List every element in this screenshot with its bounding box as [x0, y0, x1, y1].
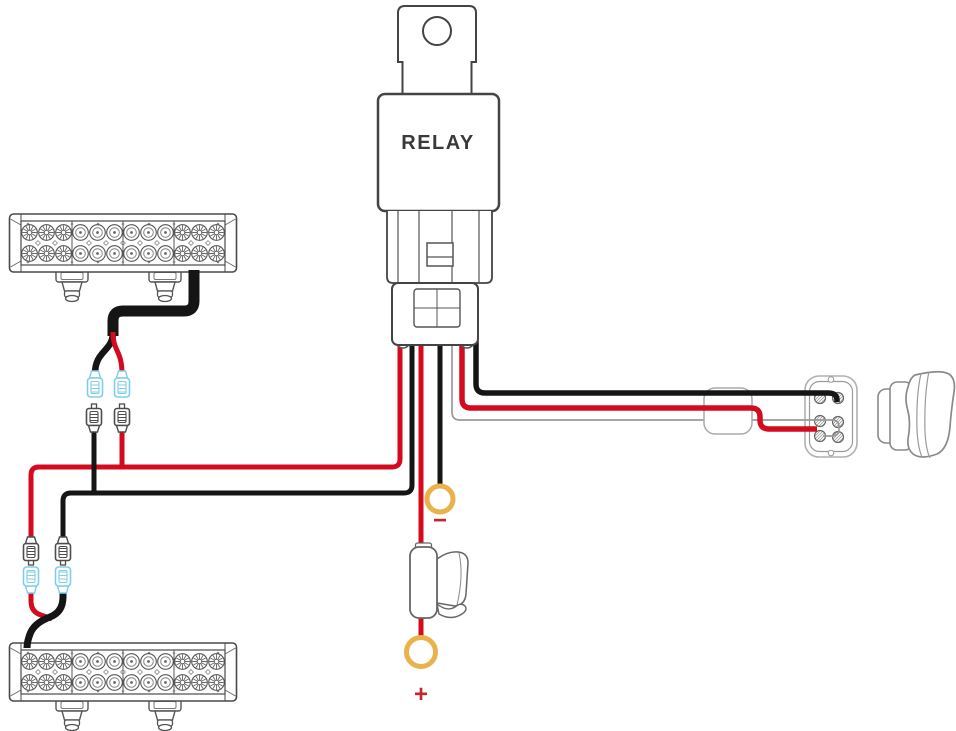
relay-latch — [426, 242, 454, 267]
relay: RELAY — [376, 5, 501, 349]
relay-label: RELAY — [401, 132, 474, 154]
relay-mounting-tab — [397, 5, 477, 94]
inline-fuse-holder — [409, 542, 469, 619]
wire-black-switch — [473, 341, 840, 402]
wire-harness-sleeve — [703, 387, 753, 435]
relay-socket-lines — [414, 289, 460, 327]
switch-screw-bottom — [827, 449, 835, 457]
ring-terminal-negative — [424, 483, 456, 515]
top-bar-connectors — [85, 370, 131, 433]
relay-socket — [391, 282, 479, 346]
cable-branch-red — [110, 331, 125, 375]
fuse-holder-lever — [435, 602, 467, 619]
ring-terminal-positive — [404, 635, 438, 669]
wire-red-switch — [459, 341, 817, 432]
bottom-bar-connectors — [22, 536, 72, 594]
female-connector-black-bottom — [54, 566, 72, 594]
female-connector-red-bottom — [22, 566, 40, 594]
negative-label: − — [433, 507, 447, 534]
female-connector-black-top — [86, 370, 104, 398]
cable-branch-black — [91, 331, 117, 375]
positive-label: + — [414, 681, 428, 708]
rocker-switch-seams — [916, 371, 931, 459]
switch-terminal-panel — [804, 375, 858, 458]
male-connector-black-top — [85, 403, 103, 433]
light-bar-bottom-cable — [23, 591, 67, 649]
cable-black-top — [107, 270, 200, 336]
rocker-switch-face — [905, 370, 956, 458]
switch-screw-top — [827, 376, 835, 383]
relay-mounting-hole — [422, 16, 452, 46]
wire-black-feed — [60, 341, 415, 540]
cable-branch-red-bottom — [28, 591, 53, 622]
relay-plug-lines — [397, 211, 480, 283]
male-connector-red-top — [113, 403, 131, 433]
fuse-holder-side-line — [456, 552, 462, 606]
wire-red-feed — [28, 341, 403, 540]
female-connector-red-top — [113, 370, 131, 398]
led-light-bar-top — [10, 214, 237, 302]
light-bar-top-cable — [91, 270, 200, 375]
wire-thin-switch-signal — [451, 341, 840, 437]
cable-black-bottom — [23, 591, 67, 649]
male-connector-black-bottom — [54, 536, 72, 566]
fuse-holder-side — [436, 551, 469, 607]
fuse-holder-body — [409, 546, 438, 619]
rocker-switch — [877, 370, 956, 459]
male-connector-red-bottom — [22, 536, 40, 566]
led-light-bar-bottom — [10, 643, 237, 731]
